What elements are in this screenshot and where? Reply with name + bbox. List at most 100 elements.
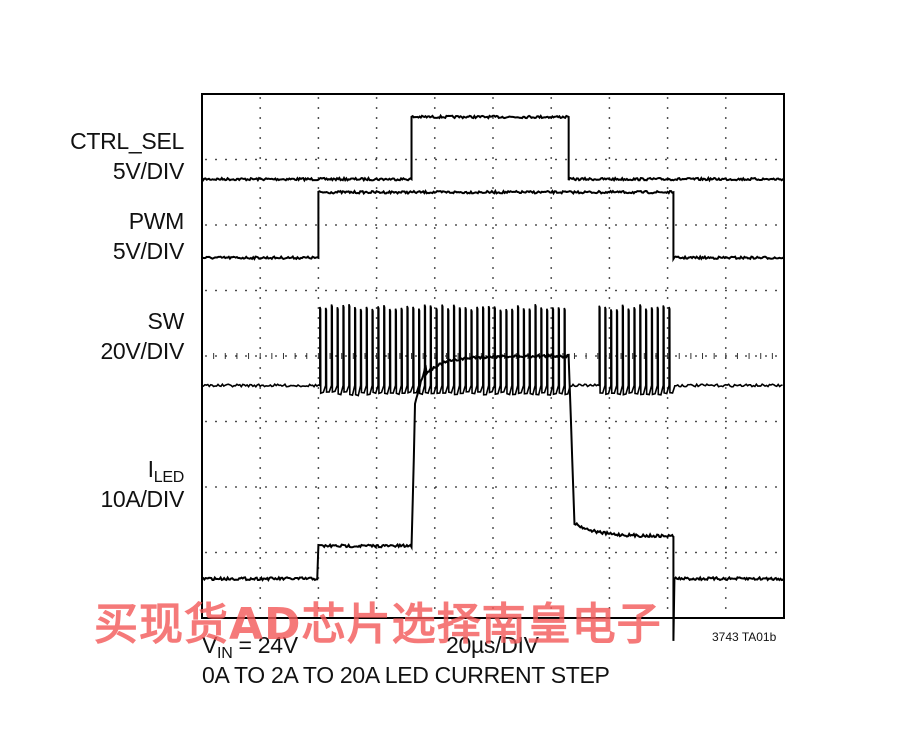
grid-dot: [433, 507, 436, 509]
grid-dot: [492, 157, 494, 159]
grid-dot: [745, 486, 747, 488]
ctrl-sel-scale: 5V/DIV: [112, 158, 184, 184]
grid-dot: [495, 289, 497, 292]
grid-dot: [724, 247, 727, 249]
grid-dot: [695, 224, 697, 226]
grid-dot: [724, 97, 727, 99]
grid-dot: [259, 517, 262, 519]
grid-dot: [259, 607, 262, 609]
grid-dot: [724, 367, 727, 369]
grid-dot: [550, 297, 553, 299]
grid-dot: [550, 467, 553, 469]
grid-dot: [585, 486, 587, 488]
grid-dot: [433, 167, 436, 169]
grid-dot: [245, 224, 247, 226]
grid-dot: [485, 158, 487, 161]
grid-dot: [675, 355, 677, 357]
grid-dot: [433, 137, 436, 139]
grid-dot: [317, 507, 320, 509]
grid-dot: [345, 158, 347, 161]
grid-dot: [317, 417, 320, 419]
grid-dot: [550, 127, 553, 129]
grid-dot: [375, 497, 378, 499]
pwm-name: PWM: [128, 208, 185, 234]
grid-dot: [317, 517, 320, 519]
grid-dot: [475, 420, 477, 423]
grid-dot: [265, 420, 267, 423]
grid-dot: [575, 486, 577, 488]
grid-dot: [515, 158, 517, 161]
grid-dot: [235, 224, 237, 226]
grid-dot: [375, 517, 378, 519]
grid-dot: [505, 224, 507, 226]
grid-dot: [433, 467, 436, 469]
grid-dot: [375, 407, 378, 409]
grid-dot: [550, 347, 553, 349]
grid-dot: [724, 387, 727, 389]
grid-dot: [259, 237, 262, 239]
grid-dot: [608, 417, 611, 419]
grid-dot: [765, 420, 767, 423]
grid-dot: [695, 551, 697, 554]
grid-dot: [550, 137, 553, 139]
grid-dot: [275, 355, 277, 357]
grid-dot: [666, 147, 669, 149]
grid-dot: [405, 486, 407, 488]
time-div-label: 20µs/DIV: [446, 632, 539, 658]
grid-dot: [265, 486, 267, 488]
grid-dot: [492, 397, 494, 399]
grid-dot: [515, 486, 517, 488]
grid-dot: [724, 437, 727, 439]
grid-dot: [385, 486, 387, 488]
grid-dot: [317, 97, 320, 99]
trace-pwm: [201, 188, 785, 263]
watermark: 买现货AD芯片选择南皇电子: [94, 599, 662, 650]
grid-dot: [395, 486, 397, 488]
sw-name: SW: [147, 308, 185, 334]
grid-dot: [415, 224, 417, 226]
grid-dot: [555, 289, 557, 292]
grid-dot: [235, 551, 237, 554]
grid-dot: [705, 486, 707, 488]
grid-dot: [585, 420, 587, 423]
grid-dot: [595, 224, 597, 226]
grid-dot: [550, 367, 553, 369]
grid-dot: [365, 158, 367, 161]
grid-dot: [715, 420, 717, 423]
grid-dot: [259, 417, 262, 419]
grid-dot: [608, 437, 611, 439]
grid-dot: [608, 147, 611, 149]
grid-dot: [475, 486, 477, 488]
grid-dot: [415, 551, 417, 554]
grid-dot: [715, 289, 717, 292]
grid-dot: [345, 486, 347, 488]
grid-dot: [425, 224, 427, 226]
grid-dot: [375, 187, 378, 189]
grid-dot: [724, 187, 727, 189]
grid-dot: [433, 527, 436, 529]
grid-dot: [608, 507, 611, 509]
grid-dot: [259, 487, 262, 489]
grid-dot: [625, 551, 627, 554]
grid-dot: [666, 237, 669, 239]
grid-dot: [535, 224, 537, 226]
grid-dot: [665, 289, 667, 292]
grid-dot: [608, 377, 611, 379]
grid-dot: [492, 537, 494, 539]
grid-dot: [608, 197, 611, 199]
grid-dot: [433, 377, 436, 379]
grid-dot: [666, 417, 669, 419]
grid-dot: [685, 158, 687, 161]
grid-dot: [735, 420, 737, 423]
grid-dot: [724, 567, 727, 569]
grid-dot: [492, 327, 494, 329]
label-pwm: PWM 5V/DIV: [113, 206, 184, 266]
scope-grid: [201, 97, 785, 609]
grid-dot: [724, 197, 727, 199]
grid-dot: [492, 307, 494, 309]
grid-dot: [375, 477, 378, 479]
grid-dot: [666, 187, 669, 189]
grid-dot: [550, 437, 553, 439]
grid-dot: [375, 437, 378, 439]
